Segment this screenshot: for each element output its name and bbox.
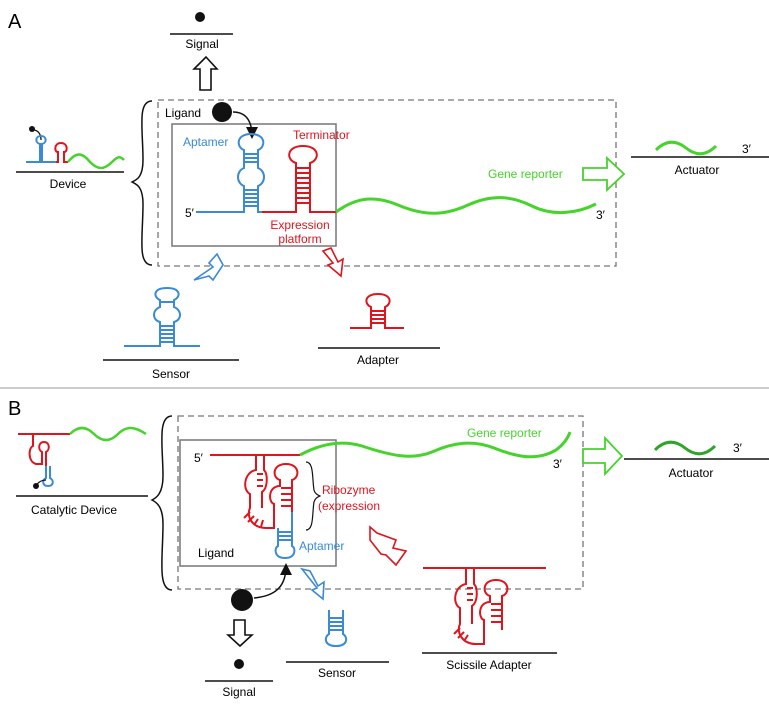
device-dashed-box-a bbox=[157, 99, 617, 267]
expression-label-a1: Expression bbox=[270, 218, 329, 232]
catalytic-device-icon bbox=[18, 426, 147, 489]
expression-label-a2: platform bbox=[278, 232, 321, 246]
panel-a: A Signal Device Ligand bbox=[8, 11, 769, 381]
five-prime-a: 5′ bbox=[185, 206, 195, 220]
riboswitch-box-a bbox=[171, 123, 337, 247]
panel-b-letter: B bbox=[8, 398, 21, 420]
three-prime-a: 3′ bbox=[596, 208, 606, 222]
gene-reporter-arrow-b bbox=[582, 435, 624, 477]
brace-a bbox=[130, 100, 153, 266]
signal-dot-a bbox=[195, 12, 205, 22]
actuator-wave-a bbox=[654, 140, 718, 156]
terminator-structure-a bbox=[262, 144, 336, 213]
terminator-label-a: Terminator bbox=[293, 128, 350, 142]
device-icon bbox=[26, 126, 125, 170]
gene-reporter-label-a: Gene reporter bbox=[488, 167, 563, 181]
ribozyme-label-b2: (expression bbox=[318, 499, 380, 513]
aptamer-label-b: Aptamer bbox=[299, 539, 344, 553]
sensor-structure-a bbox=[124, 286, 200, 347]
ligand-dot-b bbox=[231, 589, 253, 611]
panel-a-letter: A bbox=[8, 11, 22, 33]
ligand-dot-a bbox=[212, 102, 232, 122]
gene-reporter-arrow-a bbox=[582, 155, 626, 193]
ribozyme-brace-b bbox=[305, 461, 322, 531]
scissile-adapter-structure-b bbox=[423, 567, 546, 645]
scissile-arrow-b bbox=[369, 525, 408, 567]
signal-arrow-b bbox=[225, 619, 255, 648]
signal-dot-b bbox=[234, 659, 244, 669]
sensor-arrow-a bbox=[193, 252, 224, 282]
actuator-label-b: Actuator bbox=[669, 466, 714, 480]
five-prime-b: 5′ bbox=[194, 451, 204, 465]
actuator-3prime-b: 3′ bbox=[733, 441, 743, 455]
aptamer-structure-b bbox=[274, 512, 296, 560]
device-dashed-box-b bbox=[177, 415, 584, 590]
adapter-structure-a bbox=[350, 292, 404, 329]
actuator-3prime-a: 3′ bbox=[742, 142, 752, 156]
adapter-label-a: Adapter bbox=[357, 353, 399, 367]
catalytic-device-label: Catalytic Device bbox=[31, 503, 117, 517]
ligand-label-a: Ligand bbox=[165, 106, 201, 120]
aptamer-label-a: Aptamer bbox=[183, 135, 228, 149]
sensor-label-b: Sensor bbox=[318, 666, 356, 680]
three-prime-b: 3′ bbox=[553, 457, 563, 471]
adapter-arrow-a bbox=[321, 246, 344, 278]
signal-label-a: Signal bbox=[185, 37, 218, 51]
gene-reporter-label-b: Gene reporter bbox=[467, 426, 542, 440]
sensor-label-a: Sensor bbox=[152, 367, 190, 381]
brace-b bbox=[150, 415, 173, 591]
actuator-label-a: Actuator bbox=[675, 163, 720, 177]
ligand-arrow-a bbox=[232, 111, 258, 139]
sensor-arrow-b bbox=[299, 567, 325, 601]
actuator-wave-b bbox=[653, 440, 717, 456]
device-label: Device bbox=[50, 177, 87, 191]
ribozyme-label-b1: Ribozyme bbox=[322, 483, 376, 497]
panel-b: B Catalytic Device bbox=[8, 398, 769, 699]
ligand-label-b: Ligand bbox=[198, 546, 234, 560]
signal-arrow-a bbox=[192, 55, 219, 91]
signal-label-b: Signal bbox=[222, 685, 255, 699]
gene-reporter-wave-a bbox=[335, 196, 597, 215]
scissile-adapter-label-b: Scissile Adapter bbox=[446, 658, 531, 672]
ribozyme-structure-b bbox=[210, 454, 300, 529]
aptamer-structure-a bbox=[196, 132, 265, 213]
ribozyme-box-b bbox=[179, 439, 337, 567]
gene-reporter-wave-b bbox=[299, 431, 572, 459]
ligand-arrow-b bbox=[253, 563, 292, 599]
sensor-structure-b bbox=[324, 610, 348, 648]
